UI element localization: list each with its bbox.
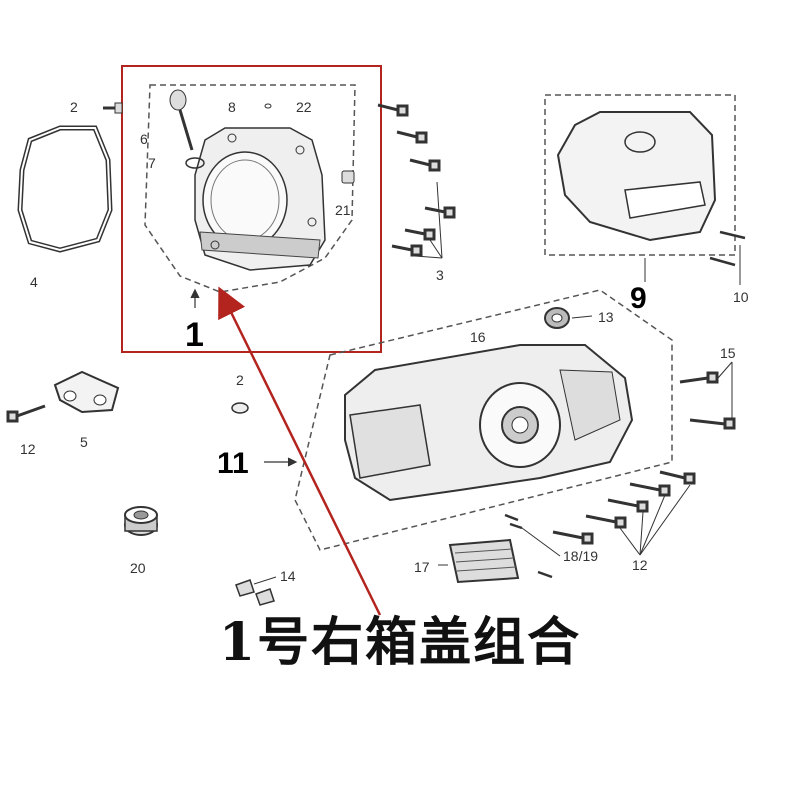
label-part-17: 17 (414, 559, 430, 575)
screw-2 (103, 102, 123, 114)
gasket-4 (17, 125, 113, 253)
bolts-10 (709, 230, 746, 285)
label-part-3: 3 (436, 267, 444, 283)
leader-lines-15 (717, 361, 733, 418)
label-part-21: 21 (335, 202, 351, 218)
bolts-12-right (552, 470, 696, 545)
collar-20 (124, 506, 158, 536)
dipstick (169, 89, 194, 151)
bolts-3 (377, 103, 456, 257)
assembly-9-outline (544, 94, 736, 256)
filter-17 (438, 538, 520, 584)
label-part-6: 6 (140, 131, 148, 147)
bolts-15 (679, 371, 736, 430)
bearing-13 (544, 307, 593, 329)
leader-11 (264, 457, 298, 467)
assembly-1-outline (144, 84, 356, 293)
label-part-20: 20 (130, 560, 146, 576)
label-part-14: 14 (280, 568, 296, 584)
leader-lines-3 (414, 181, 443, 259)
label-part-12-right: 12 (632, 557, 648, 573)
cover-9 (556, 111, 717, 242)
label-part-10: 10 (733, 289, 749, 305)
label-assembly-11: 11 (217, 447, 249, 480)
leader-lines-12-right (619, 484, 691, 556)
label-part-7: 7 (148, 155, 156, 171)
label-part-15: 15 (720, 345, 736, 361)
label-part-13: 13 (598, 309, 614, 325)
bolt-12-left (6, 404, 46, 423)
label-part-2-top: 2 (70, 99, 78, 115)
label-part-8: 8 (228, 99, 236, 115)
bracket-5 (53, 370, 120, 414)
drain-plug (341, 170, 355, 184)
right-case-cover (194, 127, 326, 271)
o-ring (185, 157, 205, 169)
label-assembly-9: 9 (630, 282, 647, 315)
label-part-16: 16 (470, 329, 486, 345)
label-part-22: 22 (296, 99, 312, 115)
caption-title: 1号右箱盖组合 (218, 612, 582, 673)
label-part-12-left: 12 (20, 441, 36, 457)
label-part-2-center: 2 (236, 372, 244, 388)
small-pin (264, 103, 272, 109)
label-part-4: 4 (30, 274, 38, 290)
leader-1 (190, 288, 200, 308)
pins-18-19 (504, 513, 561, 579)
callout-arrow (218, 286, 382, 616)
screw-2-center (231, 402, 249, 414)
label-part-5: 5 (80, 434, 88, 450)
crankcase-cover-16 (344, 344, 634, 502)
clips-14 (235, 576, 277, 606)
label-assembly-1: 1 (185, 316, 204, 354)
label-part-18-19: 18/19 (563, 548, 598, 564)
